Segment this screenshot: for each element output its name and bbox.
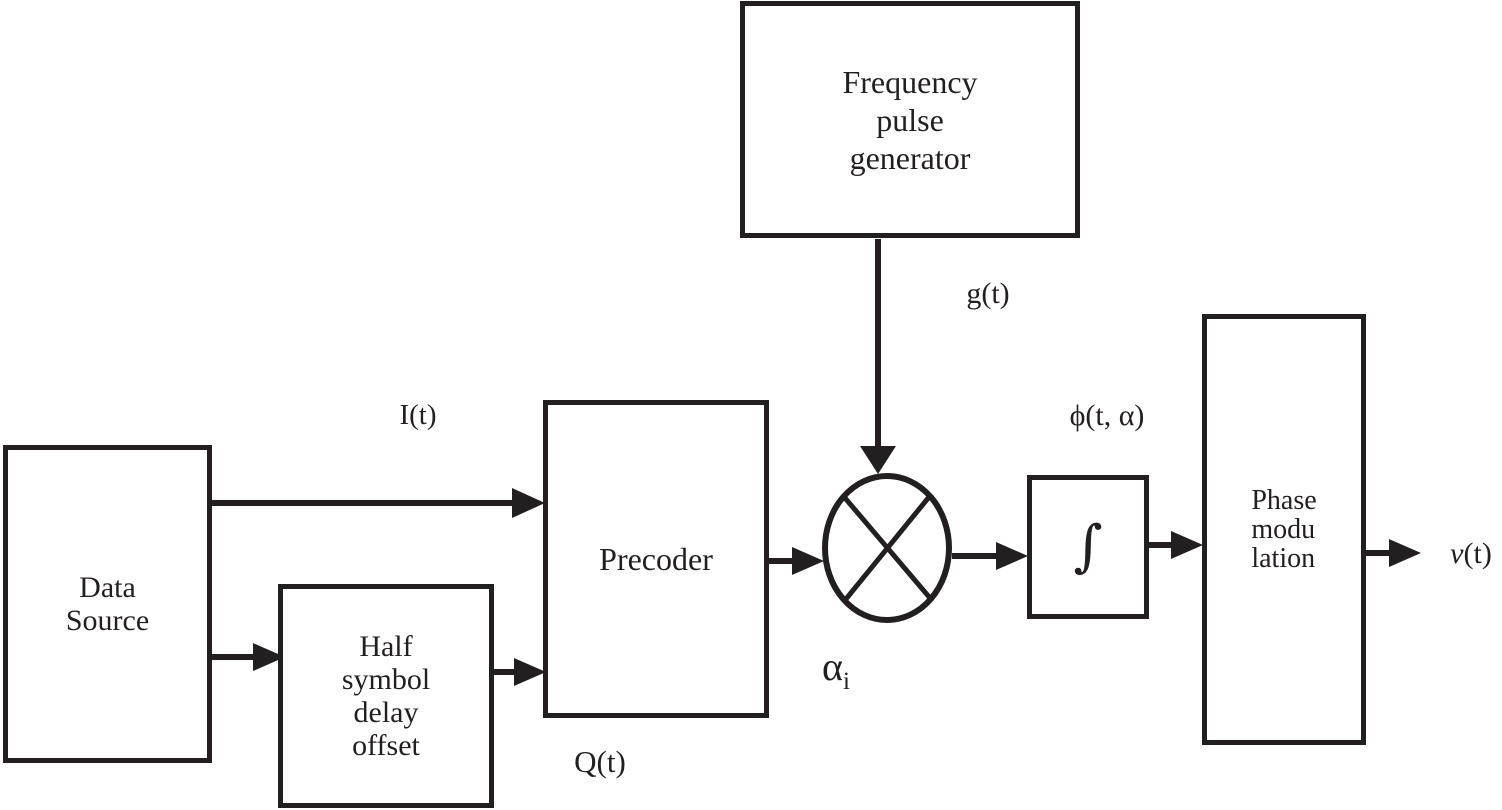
alpha-subscript: i [843, 668, 850, 695]
data-source-box: Data Source [3, 445, 212, 763]
arrow-v-output [1366, 539, 1421, 567]
label-alpha-signal: αi [796, 647, 876, 698]
integral-icon: ∫ [1073, 514, 1103, 579]
label-q-signal: Q(t) [574, 744, 626, 779]
phase-modulation-label: Phase modu lation [1251, 485, 1317, 574]
arrow-g-signal [860, 239, 896, 474]
arrow-i-signal [209, 488, 545, 518]
arrow-multiplier-to-integrator [952, 542, 1028, 570]
arrow-precoder-to-multiplier [769, 547, 824, 575]
label-v-output: v(t) [1421, 538, 1502, 570]
v-argument: (t) [1463, 537, 1492, 570]
label-i-signal: I(t) [399, 399, 437, 431]
label-g-signal: g(t) [966, 277, 1010, 310]
label-phi-signal: ϕ(t, α) [1069, 399, 1145, 432]
alpha-symbol: α [822, 644, 843, 689]
phase-modulation-box: Phase modu lation [1202, 314, 1366, 745]
precoder-label: Precoder [599, 541, 713, 577]
half-symbol-delay-offset-box: Half symbol delay offset [278, 584, 494, 808]
frequency-pulse-generator-box: Frequency pulse generator [740, 1, 1080, 238]
half-symbol-delay-offset-label: Half symbol delay offset [341, 630, 431, 762]
multiply-icon [843, 495, 932, 601]
integrator-box: ∫ [1027, 475, 1149, 619]
arrow-integrator-to-phase [1149, 531, 1203, 559]
multiplier-node [822, 473, 952, 623]
v-symbol: v [1450, 537, 1464, 570]
data-source-label: Data Source [65, 571, 150, 637]
arrow-q-signal [494, 658, 546, 686]
precoder-box: Precoder [543, 400, 769, 718]
arrow-datasource-to-delay [209, 643, 285, 671]
frequency-pulse-generator-label: Frequency pulse generator [842, 63, 978, 176]
